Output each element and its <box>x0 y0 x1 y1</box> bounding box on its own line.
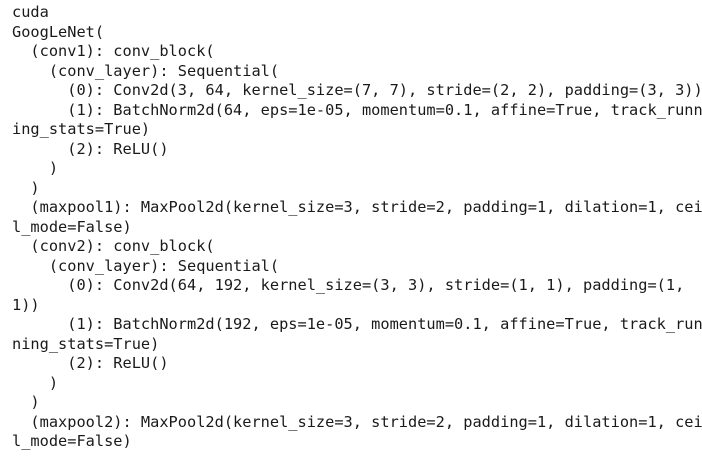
console-line: ning_stats=True) <box>12 334 160 353</box>
console-line: ) <box>12 159 59 177</box>
console-line: GoogLeNet( <box>12 22 105 41</box>
console-line: (1): BatchNorm2d(192, eps=1e-05, momentu… <box>12 315 702 333</box>
console-line: (1): BatchNorm2d(64, eps=1e-05, momentum… <box>12 100 702 119</box>
console-line: (conv2): conv_block( <box>12 237 215 255</box>
console-line: (conv_layer): Sequential( <box>12 61 280 80</box>
console-line: (conv_layer): Sequential( <box>12 256 280 275</box>
console-line: cuda <box>12 3 49 21</box>
console-line: ing_stats=True) <box>12 120 151 138</box>
console-line: (2): ReLU() <box>12 354 169 372</box>
console-line: ) <box>12 178 40 197</box>
console-line: (2): ReLU() <box>12 139 169 158</box>
console-line: ) <box>12 373 59 392</box>
console-line: (maxpool2): MaxPool2d(kernel_size=3, str… <box>12 412 702 431</box>
console-line: (conv1): conv_block( <box>12 42 215 60</box>
console-line: (0): Conv2d(3, 64, kernel_size=(7, 7), s… <box>12 81 702 99</box>
console-line: l_mode=False) <box>12 432 132 450</box>
console-line: (maxpool1): MaxPool2d(kernel_size=3, str… <box>12 198 702 216</box>
console-line: 1)) <box>12 295 40 314</box>
console-line: ) <box>12 393 40 411</box>
console-line: l_mode=False) <box>12 217 132 236</box>
console-line: (0): Conv2d(64, 192, kernel_size=(3, 3),… <box>12 276 685 294</box>
